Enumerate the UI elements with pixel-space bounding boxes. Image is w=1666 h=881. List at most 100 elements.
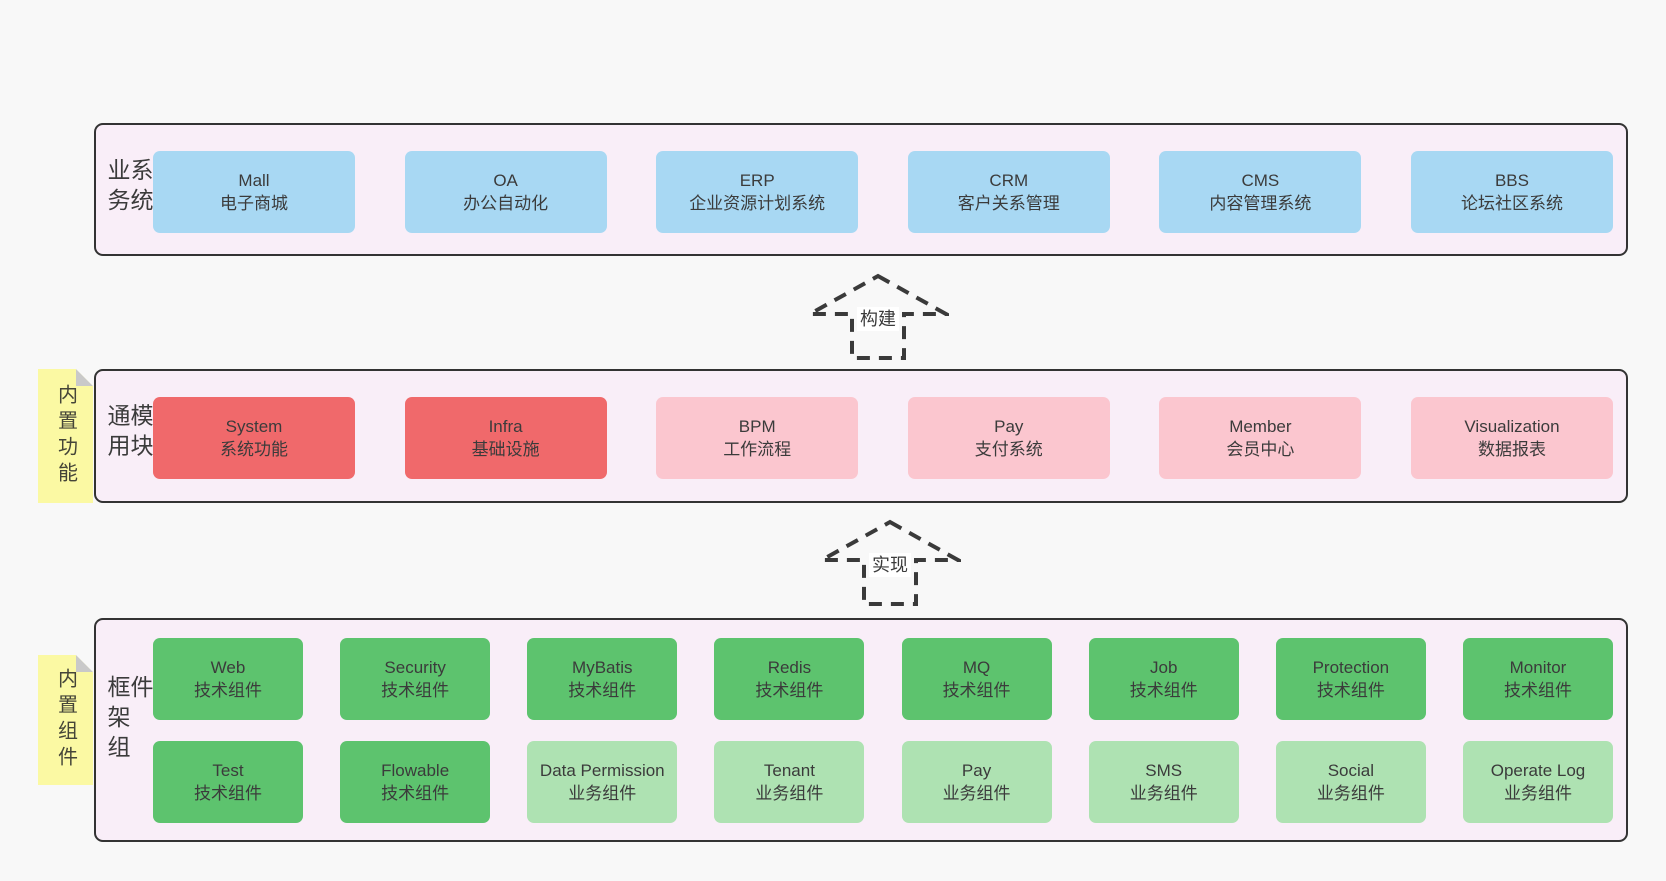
sticky-built-in-components-label: 内置组件 (54, 668, 77, 772)
box-operate-log: Operate Log 业务组件 (1462, 741, 1613, 823)
sticky-built-in-features-label: 内置功能 (54, 384, 77, 488)
band-components-label: 框架组件 (104, 675, 153, 765)
box-name: Job (1149, 658, 1178, 677)
box-subtitle: 基础设施 (471, 440, 540, 459)
box-subtitle: 企业资源计划系统 (689, 194, 826, 213)
box-web: Web 技术组件 (153, 638, 303, 720)
box-subtitle: 业务组件 (942, 784, 1011, 803)
box-name: Tenant (763, 761, 815, 780)
box-name: Web (210, 658, 246, 677)
box-erp: ERP 企业资源计划系统 (656, 151, 859, 233)
box-subtitle: 客户关系管理 (957, 194, 1060, 213)
box-bbs: BBS 论坛社区系统 (1410, 151, 1613, 233)
box-pay-component: Pay 业务组件 (901, 741, 1052, 823)
box-subtitle: 内容管理系统 (1209, 194, 1312, 213)
box-name: Monitor (1509, 658, 1567, 677)
box-tenant: Tenant 业务组件 (714, 741, 865, 823)
box-social: Social 业务组件 (1275, 741, 1426, 823)
box-name: Flowable (381, 761, 450, 780)
box-name: Social (1327, 761, 1374, 780)
box-subtitle: 业务组件 (1316, 784, 1385, 803)
box-mybatis: MyBatis 技术组件 (527, 638, 678, 720)
box-name: Protection (1312, 658, 1390, 677)
box-name: Mall (238, 171, 270, 190)
box-name: OA (493, 171, 518, 190)
box-subtitle: 电子商城 (220, 194, 288, 213)
band-business-systems: 业务系统 Mall 电子商城 OA 办公自动化 ERP 企业资源计划系统 (94, 123, 1628, 256)
arrow-build-label: 构建 (857, 307, 899, 331)
box-mq: MQ 技术组件 (901, 638, 1052, 720)
box-job: Job 技术组件 (1088, 638, 1239, 720)
box-infra: Infra 基础设施 (404, 397, 607, 479)
box-name: MQ (962, 658, 991, 677)
box-subtitle: 业务组件 (755, 784, 824, 803)
box-name: MyBatis (572, 658, 633, 677)
box-subtitle: 系统功能 (220, 440, 288, 459)
box-name: Test (212, 761, 244, 780)
business-box-row: Mall 电子商城 OA 办公自动化 ERP 企业资源计划系统 CRM 客户关系… (153, 151, 1613, 233)
box-name: Security (384, 658, 446, 677)
box-subtitle: 技术组件 (568, 681, 637, 700)
box-subtitle: 业务组件 (1503, 784, 1572, 803)
box-name: Operate Log (1490, 761, 1586, 780)
components-box-row-2: Test 技术组件 Flowable 技术组件 Data Permission … (153, 741, 1613, 823)
box-mall: Mall 电子商城 (153, 151, 355, 233)
box-cms: CMS 内容管理系统 (1159, 151, 1362, 233)
box-subtitle: 技术组件 (1129, 681, 1198, 700)
box-security: Security 技术组件 (340, 638, 491, 720)
box-name: Infra (488, 417, 523, 436)
band-framework-components: 框架组件 Web 技术组件 Security 技术组件 MyBatis 技术组件 (94, 618, 1628, 842)
up-arrow-implement: 实现 (819, 519, 961, 607)
box-subtitle: 技术组件 (381, 784, 450, 803)
box-name: CRM (989, 171, 1029, 190)
box-subtitle: 会员中心 (1226, 440, 1295, 459)
box-system: System 系统功能 (153, 397, 355, 479)
box-bpm: BPM 工作流程 (656, 397, 859, 479)
box-oa: OA 办公自动化 (404, 151, 607, 233)
box-name: BBS (1494, 171, 1529, 190)
box-name: Visualization (1464, 417, 1560, 436)
sticky-built-in-features: 内置功能 (38, 369, 93, 503)
box-name: System (225, 417, 283, 436)
box-subtitle: 办公自动化 (463, 194, 549, 213)
box-name: CMS (1241, 171, 1280, 190)
box-name: Data Permission (539, 761, 665, 780)
box-subtitle: 技术组件 (942, 681, 1011, 700)
arrow-implement-label: 实现 (869, 553, 911, 577)
box-flowable: Flowable 技术组件 (340, 741, 491, 823)
up-arrow-icon (807, 273, 949, 360)
box-crm: CRM 客户关系管理 (907, 151, 1110, 233)
box-subtitle: 技术组件 (1316, 681, 1385, 700)
box-subtitle: 支付系统 (974, 440, 1043, 459)
band-business-label: 业务系统 (104, 157, 153, 218)
box-subtitle: 技术组件 (755, 681, 824, 700)
box-name: Member (1229, 417, 1292, 436)
box-name: ERP (739, 171, 775, 190)
box-redis: Redis 技术组件 (714, 638, 865, 720)
up-arrow-icon (819, 519, 961, 606)
box-subtitle: 数据报表 (1477, 440, 1546, 459)
box-subtitle: 业务组件 (1129, 784, 1198, 803)
band-modules-label: 通用模块 (104, 403, 153, 464)
box-subtitle: 工作流程 (723, 440, 792, 459)
box-data-permission: Data Permission 业务组件 (527, 741, 678, 823)
box-subtitle: 业务组件 (568, 784, 637, 803)
box-subtitle: 论坛社区系统 (1460, 194, 1563, 213)
box-visualization: Visualization 数据报表 (1410, 397, 1613, 479)
box-name: Redis (767, 658, 812, 677)
box-name: Pay (994, 417, 1024, 436)
box-subtitle: 技术组件 (381, 681, 450, 700)
box-monitor: Monitor 技术组件 (1462, 638, 1613, 720)
box-subtitle: 技术组件 (1503, 681, 1572, 700)
box-pay-module: Pay 支付系统 (907, 397, 1110, 479)
box-test: Test 技术组件 (153, 741, 303, 823)
box-sms: SMS 业务组件 (1088, 741, 1239, 823)
sticky-built-in-components: 内置组件 (38, 655, 93, 785)
box-name: SMS (1145, 761, 1183, 780)
modules-box-row: System 系统功能 Infra 基础设施 BPM 工作流程 Pay 支付系统 (153, 397, 1613, 479)
box-name: Pay (961, 761, 992, 780)
components-box-row-1: Web 技术组件 Security 技术组件 MyBatis 技术组件 Redi… (153, 638, 1613, 720)
box-subtitle: 技术组件 (194, 784, 262, 803)
box-subtitle: 技术组件 (194, 681, 262, 700)
